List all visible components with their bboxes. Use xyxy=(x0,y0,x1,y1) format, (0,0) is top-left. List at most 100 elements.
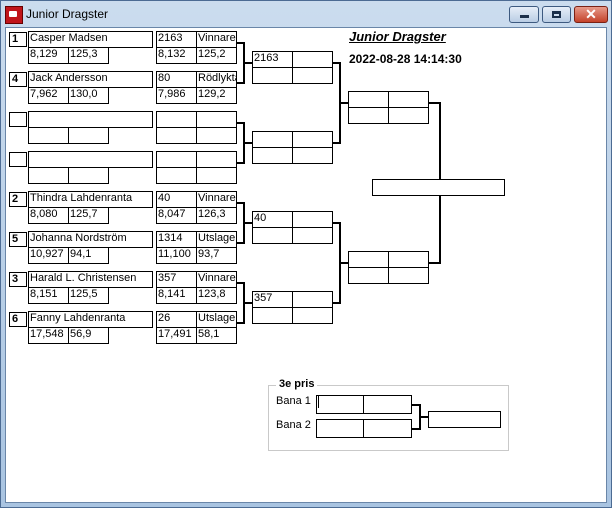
third-lane2-time[interactable] xyxy=(316,419,364,438)
racer-name[interactable]: Casper Madsen xyxy=(28,31,153,48)
round2-time[interactable] xyxy=(252,147,293,164)
round2-speed[interactable] xyxy=(292,307,333,324)
racer-name[interactable] xyxy=(28,151,153,168)
elapsed-time[interactable]: 11,100 xyxy=(156,247,197,264)
racer-speed[interactable]: 125,3 xyxy=(68,47,109,64)
semifinal-time[interactable] xyxy=(348,107,389,124)
connector xyxy=(236,42,244,44)
racer-speed[interactable] xyxy=(68,167,109,184)
end-speed[interactable] xyxy=(196,167,237,184)
car-number[interactable]: 40 xyxy=(156,191,197,208)
reaction-time[interactable]: 7,962 xyxy=(28,87,69,104)
connector xyxy=(236,122,244,124)
elapsed-time[interactable]: 8,132 xyxy=(156,47,197,64)
minimize-button[interactable] xyxy=(509,6,539,23)
semifinal-car-number[interactable] xyxy=(348,91,389,108)
round2-result[interactable] xyxy=(292,51,333,68)
car-number[interactable] xyxy=(156,111,197,128)
racer-name[interactable]: Thindra Lahdenranta xyxy=(28,191,153,208)
round2-car-number[interactable]: 40 xyxy=(252,211,293,228)
elapsed-time[interactable]: 8,141 xyxy=(156,287,197,304)
car-number[interactable]: 2163 xyxy=(156,31,197,48)
connector xyxy=(236,282,244,284)
semifinal-speed[interactable] xyxy=(388,107,429,124)
title-bar[interactable]: Junior Dragster ✕ xyxy=(1,1,611,25)
elapsed-time[interactable]: 7,986 xyxy=(156,87,197,104)
end-speed[interactable] xyxy=(196,127,237,144)
third-place-group xyxy=(268,385,509,451)
racer-name[interactable] xyxy=(28,111,153,128)
racer-speed[interactable]: 125,5 xyxy=(68,287,109,304)
end-speed[interactable]: 126,3 xyxy=(196,207,237,224)
semifinal-result[interactable] xyxy=(388,251,429,268)
round2-speed[interactable] xyxy=(292,147,333,164)
racer-name[interactable]: Johanna Nordström xyxy=(28,231,153,248)
racer-speed[interactable]: 130,0 xyxy=(68,87,109,104)
round2-time[interactable] xyxy=(252,227,293,244)
maximize-button[interactable] xyxy=(542,6,571,23)
semifinal-speed[interactable] xyxy=(388,267,429,284)
end-speed[interactable]: 93,7 xyxy=(196,247,237,264)
reaction-time[interactable] xyxy=(28,167,69,184)
race-result[interactable]: Utslagen xyxy=(196,311,237,328)
elapsed-time[interactable]: 17,491 xyxy=(156,327,197,344)
car-number[interactable]: 80 xyxy=(156,71,197,88)
race-result[interactable]: Rödlykta xyxy=(196,71,237,88)
racer-speed[interactable]: 94,1 xyxy=(68,247,109,264)
car-number[interactable] xyxy=(156,151,197,168)
round2-result[interactable] xyxy=(292,211,333,228)
racer-speed[interactable]: 56,9 xyxy=(68,327,109,344)
round2-time[interactable] xyxy=(252,67,293,84)
elapsed-time[interactable]: 8,047 xyxy=(156,207,197,224)
round2-car-number[interactable]: 357 xyxy=(252,291,293,308)
racer-name[interactable]: Fanny Lahdenranta xyxy=(28,311,153,328)
reaction-time[interactable]: 8,151 xyxy=(28,287,69,304)
racer-speed[interactable] xyxy=(68,127,109,144)
round2-car-number[interactable] xyxy=(252,131,293,148)
car-number[interactable]: 1314 xyxy=(156,231,197,248)
seed-number: 3 xyxy=(9,272,27,287)
racer-name[interactable]: Harald L. Christensen xyxy=(28,271,153,288)
third-place-winner[interactable] xyxy=(428,411,501,428)
racer-speed[interactable]: 125,7 xyxy=(68,207,109,224)
connector xyxy=(243,222,253,224)
dragster-app-icon[interactable] xyxy=(5,6,23,24)
round2-result[interactable] xyxy=(292,131,333,148)
end-speed[interactable]: 129,2 xyxy=(196,87,237,104)
race-result[interactable]: Vinnare xyxy=(196,31,237,48)
car-number[interactable]: 26 xyxy=(156,311,197,328)
end-speed[interactable]: 123,8 xyxy=(196,287,237,304)
semifinal-time[interactable] xyxy=(348,267,389,284)
final-winner[interactable] xyxy=(372,179,505,196)
third-lane1-speed[interactable] xyxy=(363,395,412,414)
seed-number: 6 xyxy=(9,312,27,327)
race-result[interactable]: Utslagen xyxy=(196,231,237,248)
round2-car-number[interactable]: 2163 xyxy=(252,51,293,68)
race-result[interactable]: Vinnare xyxy=(196,271,237,288)
race-result[interactable] xyxy=(196,111,237,128)
third-lane2-speed[interactable] xyxy=(363,419,412,438)
race-result[interactable]: Vinnare xyxy=(196,191,237,208)
elapsed-time[interactable] xyxy=(156,127,197,144)
race-result[interactable] xyxy=(196,151,237,168)
racer-name[interactable]: Jack Andersson xyxy=(28,71,153,88)
seed-number xyxy=(9,152,27,167)
reaction-time[interactable]: 17,548 xyxy=(28,327,69,344)
reaction-time[interactable]: 8,080 xyxy=(28,207,69,224)
round2-speed[interactable] xyxy=(292,227,333,244)
car-number[interactable]: 357 xyxy=(156,271,197,288)
elapsed-time[interactable] xyxy=(156,167,197,184)
semifinal-car-number[interactable] xyxy=(348,251,389,268)
round2-result[interactable] xyxy=(292,291,333,308)
third-lane1-time[interactable] xyxy=(316,395,364,414)
reaction-time[interactable]: 8,129 xyxy=(28,47,69,64)
round2-time[interactable] xyxy=(252,307,293,324)
semifinal-result[interactable] xyxy=(388,91,429,108)
end-speed[interactable]: 125,2 xyxy=(196,47,237,64)
third-place-legend: 3e pris xyxy=(276,378,318,390)
end-speed[interactable]: 58,1 xyxy=(196,327,237,344)
reaction-time[interactable]: 10,927 xyxy=(28,247,69,264)
close-button[interactable]: ✕ xyxy=(574,6,608,23)
reaction-time[interactable] xyxy=(28,127,69,144)
round2-speed[interactable] xyxy=(292,67,333,84)
